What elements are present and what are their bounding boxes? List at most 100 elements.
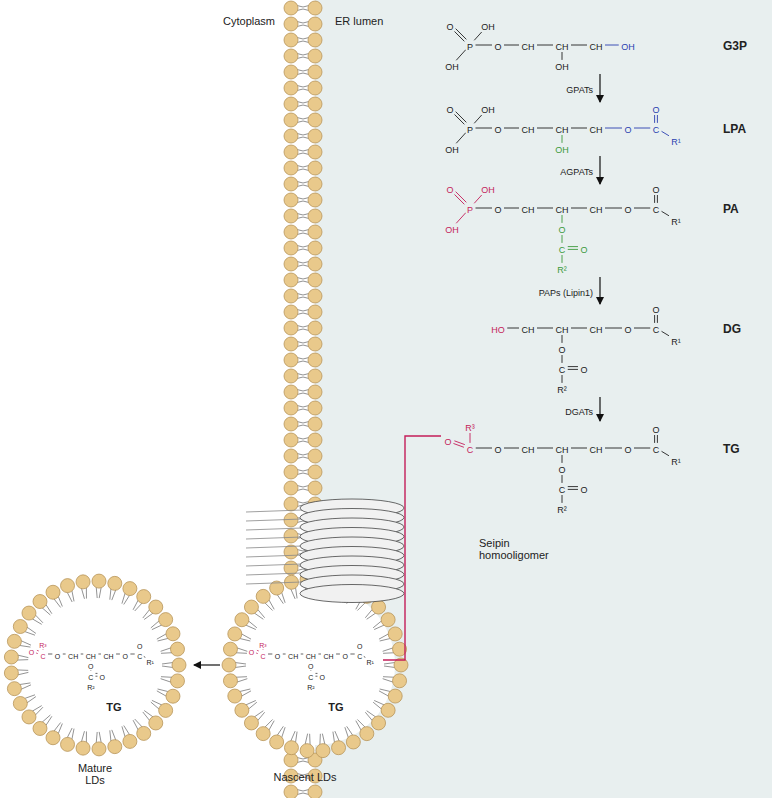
seipin-subunit — [300, 585, 404, 603]
lipid-tail — [365, 712, 372, 721]
lipid-tail — [277, 595, 283, 604]
label-holder: O — [557, 459, 566, 477]
single-bond — [476, 128, 492, 129]
label-holder: TG — [722, 439, 741, 457]
double-bond — [568, 249, 578, 250]
label-holder: R² — [556, 259, 568, 277]
single-bond — [130, 654, 134, 655]
label-holder: CH — [305, 645, 317, 663]
label-holder: CH — [85, 645, 97, 663]
lipid-head — [284, 145, 298, 159]
lipid-head — [308, 401, 322, 415]
double-bond — [36, 652, 38, 654]
label-holder: Cytoplasm — [222, 11, 276, 29]
lipid-head — [332, 741, 346, 755]
label-holder: CH — [521, 119, 536, 137]
lipid-head — [308, 65, 322, 79]
region-label: Cytoplasm — [222, 16, 276, 28]
lipid-head — [22, 710, 36, 724]
atom-label: CH — [555, 126, 570, 135]
atom-label: CH — [521, 446, 536, 455]
atom-label: P — [466, 126, 474, 135]
lipid-head — [7, 682, 21, 696]
lipid-tail — [67, 728, 72, 738]
lipid-tail — [269, 721, 274, 731]
lipid-tail — [383, 679, 394, 682]
label-holder: O — [341, 645, 348, 663]
lipid-tail — [25, 631, 35, 635]
label-holder: O — [493, 199, 502, 217]
lipid-tail — [291, 589, 295, 599]
single-bond — [571, 328, 587, 329]
label-holder: C — [652, 119, 661, 137]
lipid-head — [284, 33, 298, 47]
lipid-tail — [32, 619, 42, 625]
lipid-tail — [158, 689, 169, 692]
single-bond — [605, 208, 622, 209]
lipid-tail — [357, 719, 365, 727]
lipid-tail — [335, 731, 339, 741]
atom-label: O — [651, 186, 660, 195]
label-holder: R² — [86, 676, 95, 694]
atom-label: O — [651, 106, 660, 115]
label-holder: C — [466, 439, 475, 457]
single-bond — [318, 654, 321, 655]
atom-label: O — [319, 674, 326, 681]
atom-label: O — [493, 43, 502, 52]
atom-label: O — [356, 643, 363, 650]
atom-label: O — [248, 649, 255, 656]
label-holder: CH — [521, 439, 536, 457]
atom-label: C — [87, 674, 94, 681]
label-holder: O — [274, 645, 281, 663]
droplet-core — [17, 587, 173, 743]
lipid-head — [61, 737, 75, 751]
seipin-strand — [246, 573, 302, 575]
lipid-tail — [248, 702, 257, 709]
atom-label: O — [493, 126, 502, 135]
atom-label: OH — [554, 146, 570, 155]
label-holder: O — [651, 99, 660, 117]
lipid-head — [308, 81, 322, 95]
lipid-head — [123, 734, 137, 748]
lipid-head — [284, 193, 298, 207]
lipid-tail — [135, 719, 143, 727]
lipid-tail — [144, 613, 153, 620]
molecule-name: G3P — [722, 40, 748, 53]
label-holder: O — [579, 479, 588, 497]
lipid-tail — [96, 587, 98, 598]
atom-label: C — [558, 366, 567, 375]
lipid-head — [284, 49, 298, 63]
lipid-head — [149, 600, 163, 614]
lipid-head — [381, 703, 395, 717]
atom-label: R¹ — [670, 218, 682, 227]
lipid-head — [308, 417, 322, 431]
label-holder: R¹ — [670, 131, 682, 149]
label-holder: CH — [589, 199, 604, 217]
atom-label: O — [557, 346, 566, 355]
lipid-head — [284, 1, 298, 15]
lipid-head — [172, 658, 186, 672]
molecule-name: TG — [722, 443, 741, 456]
seipin-strand — [246, 582, 302, 584]
lipid-tail — [305, 734, 308, 745]
atom-label: C — [558, 486, 567, 495]
label-holder: O — [99, 666, 106, 684]
label-holder: CH — [555, 319, 570, 337]
lipid-tail — [379, 634, 389, 639]
single-bond — [350, 654, 354, 655]
lipid-head — [316, 744, 330, 758]
single-bond — [662, 451, 669, 455]
lipid-head — [308, 113, 322, 127]
lipid-head — [308, 97, 322, 111]
atom-label: R² — [556, 386, 568, 395]
lipid-head — [13, 696, 27, 710]
double-bond — [453, 443, 463, 447]
lipid-tail — [383, 676, 394, 678]
atom-label: R² — [556, 266, 568, 275]
lipid-head — [159, 613, 173, 627]
atom-label: R² — [306, 684, 315, 691]
label-holder: O — [557, 219, 566, 237]
lipid-tail — [112, 730, 116, 740]
double-bond — [95, 673, 97, 674]
